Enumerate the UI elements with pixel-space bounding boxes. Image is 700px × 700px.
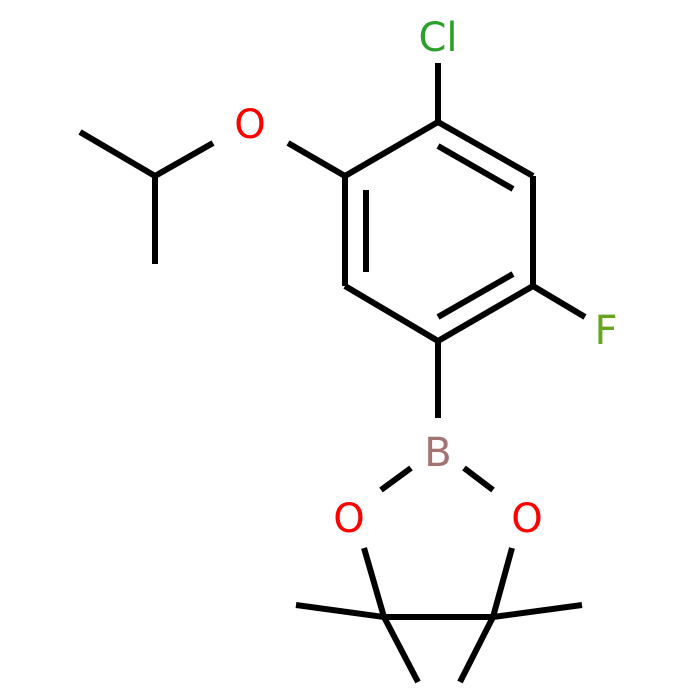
ether-oxygen-atom: O xyxy=(234,102,265,148)
bond-ring-fluorine xyxy=(531,283,587,320)
bond-ring-4 xyxy=(436,283,535,344)
chlorine-atom: Cl xyxy=(418,15,457,61)
left-oxygen-atom: O xyxy=(333,496,364,542)
boron-atom: B xyxy=(424,430,451,476)
bond-boron-oxygen-left xyxy=(379,465,413,493)
bond-right-carbon-methyl-1 xyxy=(492,602,583,620)
fluorine-atom: F xyxy=(594,308,617,354)
bond-left-carbon-methyl-1 xyxy=(295,602,385,620)
bond-methyl-ch xyxy=(78,129,157,179)
bond-ring-1 xyxy=(343,119,440,179)
bond-oxygen-left-carbon xyxy=(361,547,387,618)
right-oxygen-atom: O xyxy=(511,496,542,542)
bond-ring-2 xyxy=(436,119,535,179)
bond-right-carbon-methyl-2 xyxy=(457,615,496,684)
bond-ch-oxygen xyxy=(153,140,215,179)
bond-ring-5 xyxy=(343,283,440,344)
bond-ring-4-inner xyxy=(436,271,515,320)
bond-oxygen-ring xyxy=(286,140,347,179)
bond-ring-2-inner xyxy=(436,143,515,192)
bond-left-carbon-methyl-2 xyxy=(381,615,421,684)
bond-oxygen-right-carbon xyxy=(490,547,515,618)
bond-boron-oxygen-right xyxy=(462,465,495,493)
